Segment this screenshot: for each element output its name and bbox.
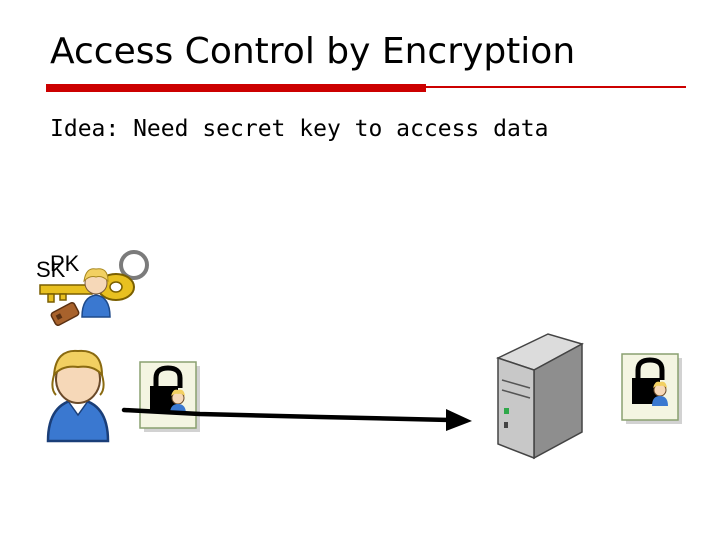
user-icon xyxy=(46,349,110,443)
secret-key-label: SK xyxy=(36,257,66,282)
title-underline-thick xyxy=(46,84,426,92)
server-icon xyxy=(496,333,584,460)
locked-document-icon xyxy=(139,361,200,432)
idea-text: Idea: Need secret key to access data xyxy=(50,116,549,142)
brown-key-icon xyxy=(50,302,80,326)
slide-title: Access Control by Encryption xyxy=(50,31,576,72)
keyring-icon xyxy=(39,250,149,326)
locked-document-icon xyxy=(621,353,682,424)
title-underline-thin xyxy=(426,86,686,88)
public-key-label: PK xyxy=(50,251,80,276)
keyring-user-icon xyxy=(81,268,111,318)
arrow-icon xyxy=(121,407,472,431)
